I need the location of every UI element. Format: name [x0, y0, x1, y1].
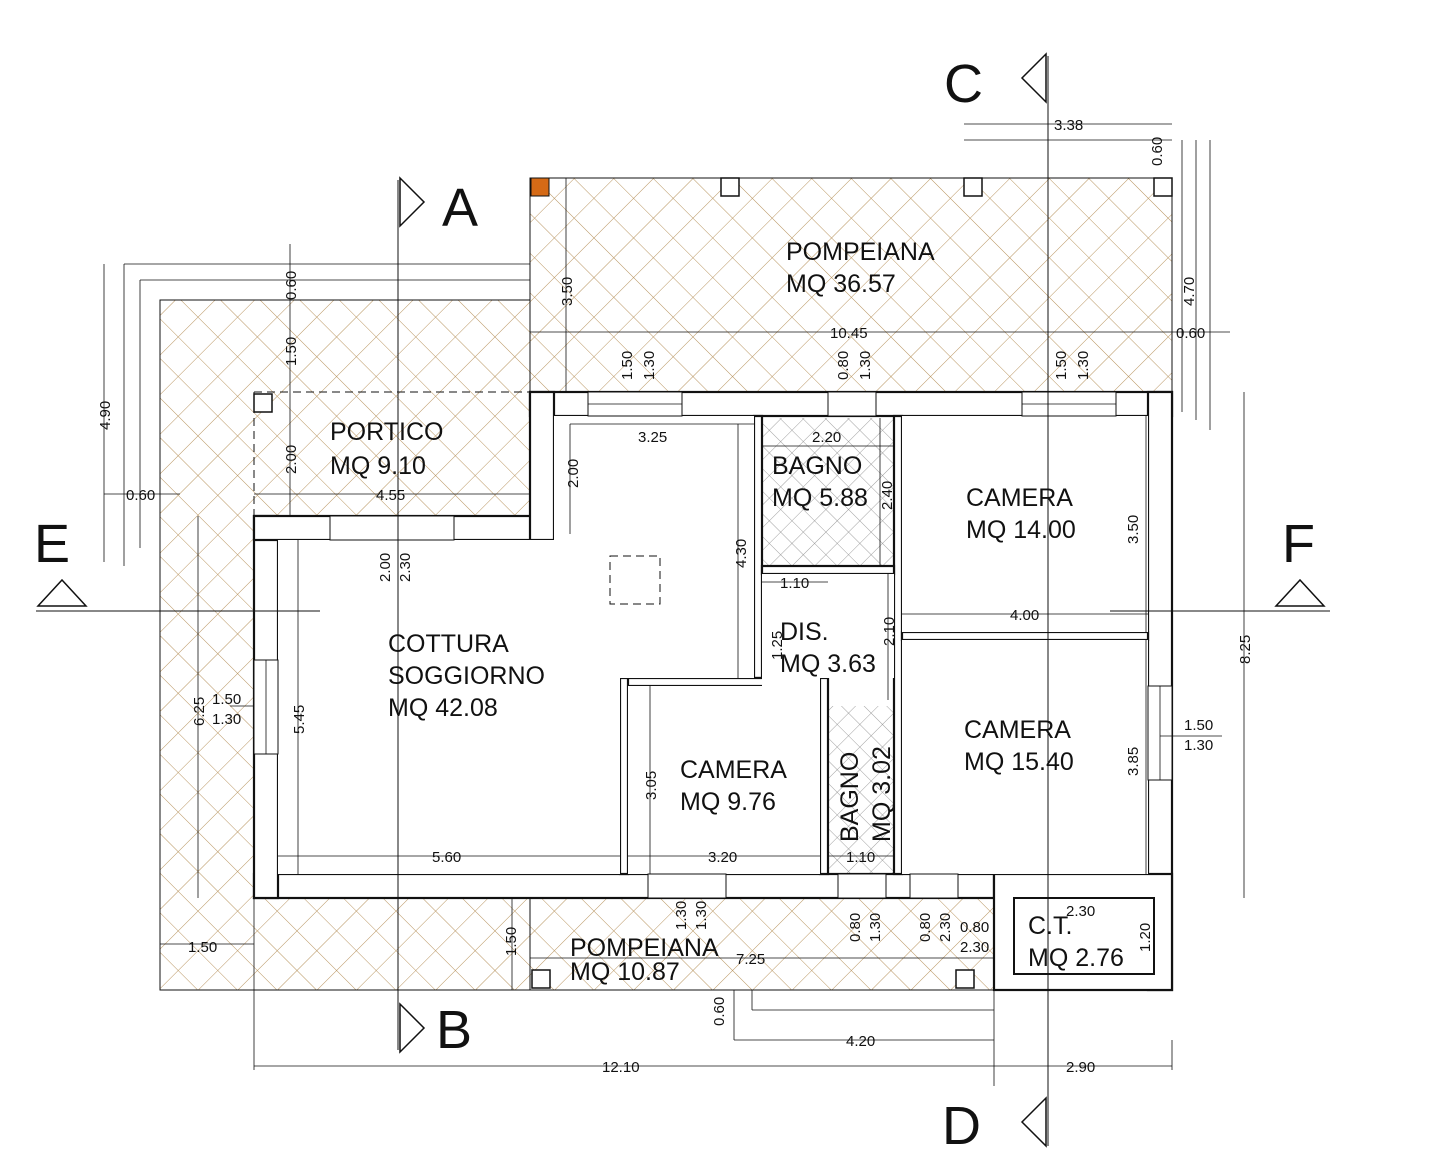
pompeiana-bottom-area-label: MQ 10.87 — [570, 958, 680, 986]
camera-ne-name: CAMERA — [966, 484, 1073, 512]
dim-label: 2.10 — [881, 617, 898, 646]
dis-area-label: MQ 3.63 — [780, 650, 876, 678]
dim-label: 1.10 — [780, 575, 809, 592]
bagno1-name: BAGNO — [772, 452, 862, 480]
dim-label: 7.25 — [736, 951, 765, 968]
cottura-name: COTTURA — [388, 630, 509, 658]
dim-label: 3.85 — [1125, 747, 1142, 776]
dim-label: 3.50 — [559, 277, 576, 306]
dim-label: 1.30 — [693, 901, 710, 930]
dim-label: 2.00 — [377, 553, 394, 582]
portico-area-label: MQ 9.10 — [330, 452, 426, 480]
portico-name: PORTICO — [330, 418, 443, 446]
dim-label: 6.25 — [191, 697, 208, 726]
cottura-area-label: MQ 42.08 — [388, 694, 498, 722]
section-label-a: A — [442, 178, 478, 238]
dim-label: 3.25 — [638, 429, 667, 446]
dim-label: 0.60 — [711, 997, 728, 1026]
camera-se-name: CAMERA — [964, 716, 1071, 744]
dim-label: 4.30 — [733, 539, 750, 568]
dim-label: 0.60 — [283, 271, 300, 300]
dim-label: 1.50 — [1053, 351, 1070, 380]
dim-label: 3.05 — [643, 771, 660, 800]
soggiorno-name: SOGGIORNO — [388, 662, 545, 690]
dim-label: 1.10 — [846, 849, 875, 866]
dim-label: 1.25 — [769, 631, 786, 660]
dim-label: 1.30 — [1075, 351, 1092, 380]
dim-label: 4.90 — [97, 401, 114, 430]
pillars — [253, 177, 1173, 989]
dim-label: 2.00 — [565, 459, 582, 488]
dim-label: 0.80 — [960, 919, 989, 936]
dim-label: 0.60 — [1176, 325, 1205, 342]
dim-label: 1.30 — [641, 351, 658, 380]
dim-label: 0.60 — [1149, 137, 1166, 166]
room-fills — [278, 416, 1155, 975]
pompeiana-top-name: POMPEIANA — [786, 238, 935, 266]
dim-label: 1.30 — [673, 901, 690, 930]
dim-label: 3.50 — [1125, 515, 1142, 544]
dim-label: 1.50 — [1184, 717, 1213, 734]
dim-label: 4.00 — [1010, 607, 1039, 624]
dim-label: 3.20 — [708, 849, 737, 866]
dim-label: 2.30 — [960, 939, 989, 956]
section-label-d: D — [942, 1096, 981, 1156]
pompeiana-bottom-name: POMPEIANA — [570, 934, 719, 962]
windows — [253, 391, 1173, 899]
dim-label: 1.50 — [619, 351, 636, 380]
bagno-hatch — [762, 418, 894, 874]
bagno1-area-label: MQ 5.88 — [772, 484, 868, 512]
dim-label: 4.55 — [376, 487, 405, 504]
dim-label: 1.50 — [212, 691, 241, 708]
dim-label: 2.20 — [812, 429, 841, 446]
pillar-accent — [530, 177, 550, 197]
dim-label: 8.25 — [1237, 635, 1254, 664]
ct-area-label: MQ 2.76 — [1028, 944, 1124, 972]
dim-label: 0.80 — [917, 913, 934, 942]
dim-label: 2.30 — [937, 913, 954, 942]
dim-label: 12.10 — [602, 1059, 640, 1076]
dim-label: 10.45 — [830, 325, 868, 342]
dim-label: 0.60 — [126, 487, 155, 504]
room-labels: POMPEIANA MQ 36.57 PORTICO MQ 9.10 COTTU… — [330, 238, 1124, 986]
dim-label: 4.20 — [846, 1033, 875, 1050]
dim-label: 1.50 — [503, 927, 520, 956]
camera-small-area-label: MQ 9.76 — [680, 788, 776, 816]
section-lines — [36, 52, 1330, 1148]
dim-label: 2.30 — [1066, 903, 1095, 920]
camera-se-area-label: MQ 15.40 — [964, 748, 1074, 776]
bagno2-name: BAGNO — [836, 752, 864, 842]
section-label-b: B — [436, 1000, 472, 1060]
pompeiana-top-area-label: MQ 36.57 — [786, 270, 896, 298]
dim-label: 5.45 — [291, 705, 308, 734]
dim-label: 1.20 — [1137, 923, 1154, 952]
dimension-labels: 3.38 0.60 4.70 0.60 10.45 3.50 0.60 1.50… — [97, 117, 1254, 1076]
dim-label: 0.80 — [847, 913, 864, 942]
dim-label: 1.30 — [867, 913, 884, 942]
dim-label: 1.50 — [283, 337, 300, 366]
dim-label: 1.30 — [857, 351, 874, 380]
pompeiana-top-area — [529, 177, 1173, 393]
dimension-lines — [103, 123, 1245, 1086]
dim-label: 1.30 — [1184, 737, 1213, 754]
camera-ne-area-label: MQ 14.00 — [966, 516, 1076, 544]
bagno2-area-label: MQ 3.02 — [868, 746, 896, 842]
dim-label: 2.40 — [879, 481, 896, 510]
dim-label: 3.38 — [1054, 117, 1083, 134]
dim-label: 2.00 — [283, 445, 300, 474]
section-label-c: C — [944, 54, 983, 114]
section-label-f: F — [1282, 514, 1315, 574]
dim-label: 1.50 — [188, 939, 217, 956]
dis-name: DIS. — [780, 618, 829, 646]
dim-label: 5.60 — [432, 849, 461, 866]
camera-small-name: CAMERA — [680, 756, 787, 784]
dim-label: 2.30 — [397, 553, 414, 582]
dim-label: 0.80 — [835, 351, 852, 380]
dim-label: 2.90 — [1066, 1059, 1095, 1076]
section-label-e: E — [34, 514, 70, 574]
dim-label: 4.70 — [1181, 277, 1198, 306]
dim-label: 1.30 — [212, 711, 241, 728]
ct-name: C.T. — [1028, 912, 1072, 940]
